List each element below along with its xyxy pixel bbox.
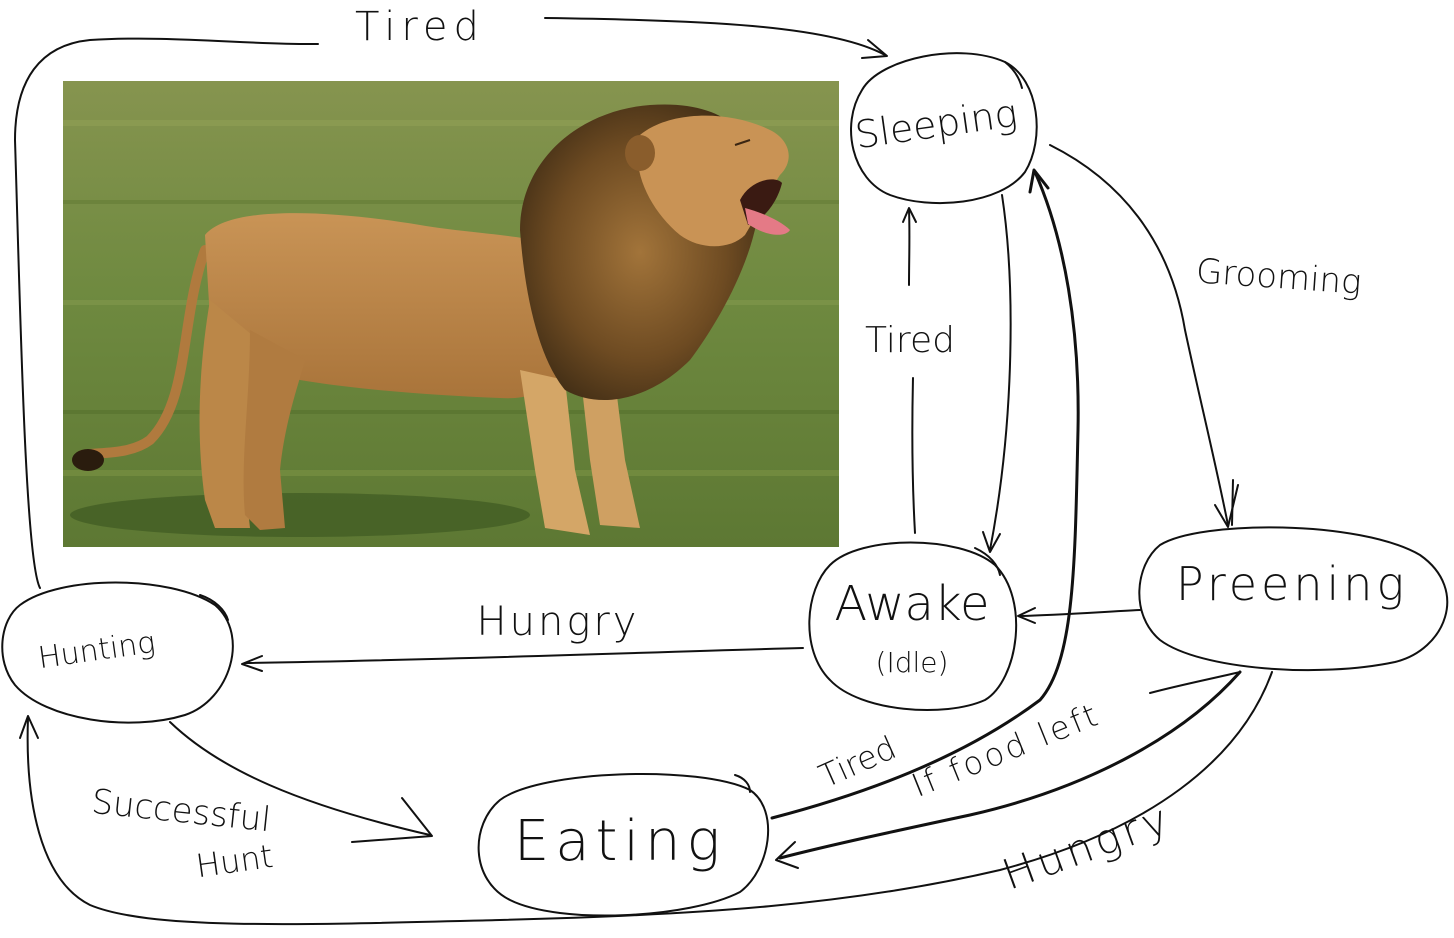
state-sleeping [850,52,1038,204]
arrow-preening-to-hunting [19,671,1273,926]
lion-photo [63,81,839,547]
arrow-sleeping-to-preening [1049,144,1239,528]
arrow-sleeping-to-awake [982,194,1012,553]
awake-label: Awake [834,576,989,632]
state-awake [808,541,1018,712]
sleeping-label: Sleeping [852,91,1020,157]
state-eating [477,773,770,917]
state-hunting [1,581,234,724]
eating-label: Eating [514,809,726,874]
arrow-preening-to-eating [775,670,1242,869]
hungry-awake-hunting-label: Hungry [477,599,640,645]
hungry-preening-hunting-label: Hungry [996,793,1178,899]
arrow-awake-to-hunting [241,647,804,672]
successful-hunt-label-2: Hunt [194,837,276,885]
state-preening [1138,526,1449,672]
tired-eating-sleeping-label: Tired [813,728,901,795]
arrow-hunting-to-sleeping [14,17,888,589]
arrow-hunting-to-eating [169,721,433,843]
successful-hunt-label: Successful [90,782,273,841]
arrow-preening-to-awake [1017,607,1141,624]
tired-awake-sleeping-label: Tired [865,320,955,361]
awake-sub-label: (Idle) [876,646,949,679]
preening-label: Preening [1176,557,1408,611]
hunting-label: Hunting [36,625,157,676]
tired-top-label: Tired [355,4,485,50]
arrow-awake-to-sleeping [902,207,917,534]
grooming-label: Grooming [1195,251,1363,302]
if-food-left-label: If food left [906,695,1105,805]
arrow-eating-to-sleeping [770,168,1080,820]
